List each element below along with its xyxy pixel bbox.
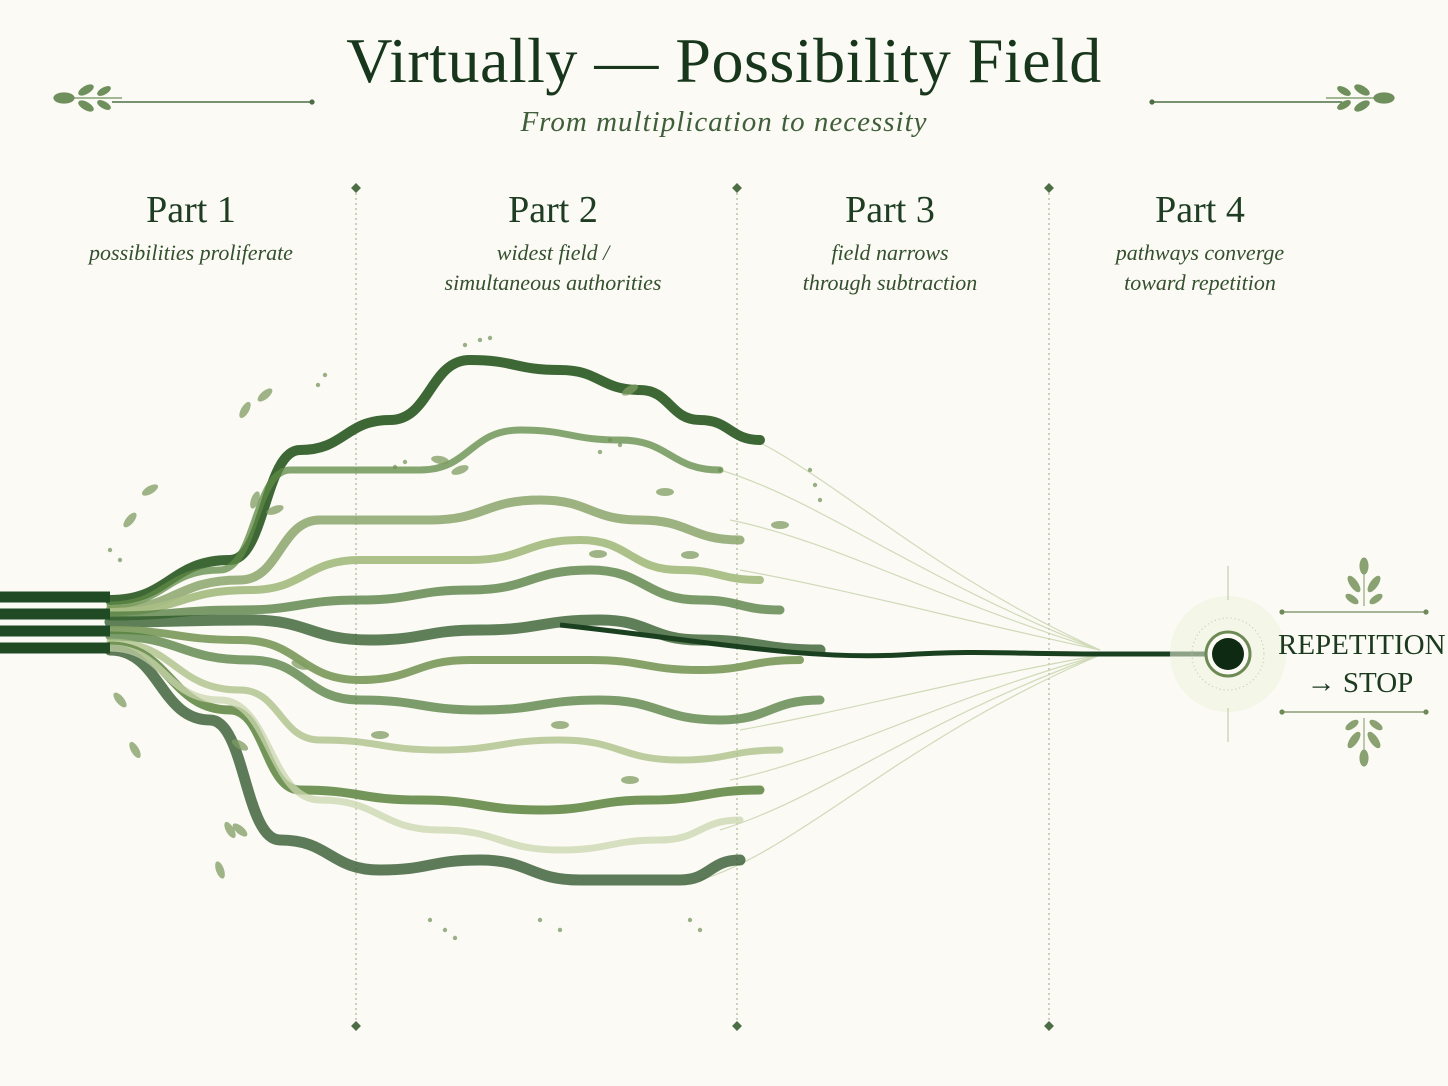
leaf-sprig-icon: [1326, 84, 1395, 112]
leaf-sprig-icon: [250, 491, 260, 509]
leaf-sprig-icon: [232, 823, 248, 837]
leaf-sprig-icon: [123, 512, 137, 528]
endpoint-node-icon: [1170, 566, 1286, 742]
decor-dot: [322, 372, 328, 378]
pathway-strands: [104, 354, 826, 886]
pathway-strand: [106, 626, 804, 685]
pathway-strand: [105, 565, 785, 621]
part-2-desc-line-2: simultaneous authorities: [444, 270, 662, 295]
decor-dot: [487, 335, 493, 341]
leaf-sprig-icon: [113, 692, 127, 708]
decor-dot: [452, 935, 458, 941]
decor-dot: [537, 917, 543, 923]
pathway-strand: [106, 535, 764, 616]
decor-dot: [557, 927, 563, 933]
endpoint-label-line-2: → STOP: [1306, 667, 1414, 699]
endpoint-label: REPETITION → STOP: [1278, 626, 1446, 702]
leaf-sprig-icon: [621, 384, 639, 396]
decor-dot: [462, 342, 468, 348]
leaf-decorations: [107, 335, 823, 941]
part-1-label: Part 1: [146, 189, 236, 231]
part-4-header: Part 4 pathways converge toward repetiti…: [1045, 188, 1355, 298]
part-2-header: Part 2 widest field / simultaneous autho…: [398, 188, 708, 298]
laurel-icon: [1345, 718, 1383, 767]
leaf-sprig-icon: [215, 861, 225, 879]
divider-markers: [351, 183, 1054, 1031]
part-2-label: Part 2: [508, 189, 598, 231]
section-dividers: [355, 188, 1050, 1026]
pathway-strand: [104, 644, 746, 886]
endpoint-label-line-1: REPETITION: [1278, 629, 1446, 661]
part-3-desc-line-2: through subtraction: [802, 270, 978, 295]
decor-dot: [117, 557, 123, 563]
leaf-sprig-icon: [291, 660, 309, 670]
pathway-strand: [106, 644, 744, 854]
incoming-bundle: [0, 591, 110, 654]
decor-dot: [617, 442, 623, 448]
part-1-desc-line-1: possibilities proliferate: [89, 240, 293, 265]
decor-dot: [315, 382, 321, 388]
pathway-strand: [106, 638, 784, 764]
leaf-sprig-icon: [141, 484, 159, 496]
decor-dot: [697, 927, 703, 933]
decor-dot: [477, 337, 483, 343]
decor-dot: [392, 464, 398, 470]
leaf-sprig-icon: [266, 505, 284, 515]
leaf-sprig-icon: [451, 465, 469, 475]
leaf-sprig-icon: [371, 731, 389, 739]
decor-dot: [607, 437, 613, 443]
pathway-strand: [106, 426, 724, 609]
necessity-line: [559, 622, 1212, 659]
decor-dot: [442, 927, 448, 933]
decor-dot: [427, 917, 433, 923]
laurel-icon: [1345, 557, 1383, 606]
decor-dot: [402, 459, 408, 465]
part-3-header: Part 3 field narrows through subtraction: [735, 188, 1045, 298]
leaf-sprig-icon: [231, 739, 249, 751]
fading-wisps: [699, 419, 1101, 881]
part-4-label: Part 4: [1155, 189, 1245, 231]
leaf-sprig-icon: [53, 84, 122, 112]
part-2-desc-line-1: widest field /: [496, 240, 610, 265]
decor-dot: [687, 917, 693, 923]
part-1-header: Part 1 possibilities proliferate: [36, 188, 346, 268]
part-4-desc-line-1: pathways converge: [1115, 240, 1285, 265]
leaf-sprig-icon: [129, 741, 141, 759]
leaf-sprig-icon: [239, 401, 251, 419]
pathway-strand: [105, 641, 765, 815]
leaf-sprig-icon: [224, 821, 236, 839]
decor-dot: [107, 547, 113, 553]
page-title: Virtually — Possibility Field: [346, 25, 1102, 96]
endpoint-frame: [1279, 609, 1429, 715]
leaf-sprig-icon: [551, 721, 569, 729]
decor-dot: [817, 497, 823, 503]
leaf-sprig-icon: [431, 455, 449, 465]
decor-dot: [807, 467, 813, 473]
leaf-sprig-icon: [257, 388, 273, 402]
header-ornament-right: [1149, 84, 1395, 112]
part-4-desc-line-2: toward repetition: [1124, 270, 1276, 295]
decor-dot: [597, 449, 603, 455]
pathway-strand: [105, 495, 745, 615]
leaf-sprig-icon: [656, 488, 674, 496]
header-ornament-left: [53, 84, 315, 112]
page-subtitle: From multiplication to necessity: [520, 106, 928, 138]
part-3-desc-line-1: field narrows: [831, 240, 949, 265]
leaf-sprig-icon: [621, 776, 639, 784]
decor-dot: [717, 467, 723, 473]
leaf-sprig-icon: [681, 551, 699, 559]
decor-dot: [812, 482, 818, 488]
pathway-strand: [105, 631, 825, 725]
leaf-sprig-icon: [589, 550, 607, 558]
part-3-label: Part 3: [845, 189, 935, 231]
leaf-sprig-icon: [771, 521, 789, 529]
